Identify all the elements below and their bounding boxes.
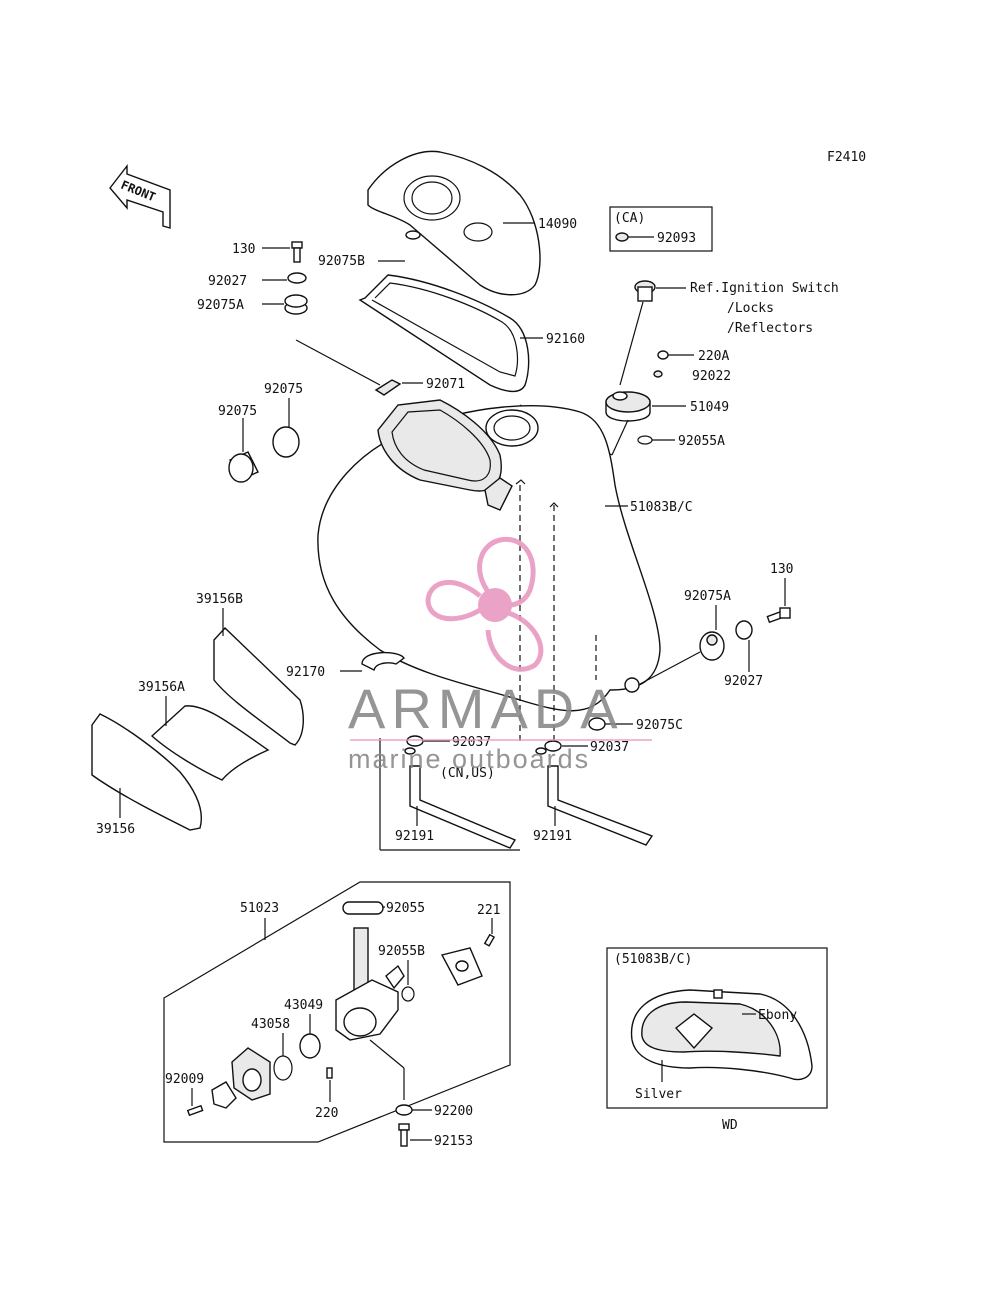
callout-92170: 92170: [286, 665, 325, 680]
watermark-brand: ARMADA: [348, 677, 624, 740]
variant-box-title: (51083B/C): [614, 952, 692, 967]
callout-92075-b: 92075: [264, 382, 303, 397]
callout-92200: 92200: [434, 1104, 473, 1119]
callout-43058: 43058: [251, 1017, 290, 1032]
callout-39156B: 39156B: [196, 592, 243, 607]
callout-92055A: 92055A: [678, 434, 725, 449]
screw-92009: [186, 1104, 204, 1117]
gasket-43049: [299, 1033, 321, 1059]
fuel-tank: [317, 399, 661, 712]
callout-92022: 92022: [692, 369, 731, 384]
cover-39156A: [150, 705, 270, 781]
callout-92075B: 92075B: [318, 254, 365, 269]
callout-92037-left: 92037: [452, 735, 491, 750]
grommet-92075A-top: [284, 294, 308, 315]
fuel-cock-assembly-box: [163, 881, 511, 1143]
armada-watermark-logo: ARMADA marine outboards: [348, 536, 652, 774]
gasket-92055: [342, 901, 384, 915]
ca-box: (CA) 92093: [609, 206, 713, 252]
bolt-130-right: [766, 607, 791, 624]
watermark-tagline: marine outboards: [348, 744, 590, 774]
label-silver: Silver: [635, 1087, 682, 1102]
callout-39156A: 39156A: [138, 680, 185, 695]
ca-box-title: (CA): [614, 211, 645, 226]
callout-130-right: 130: [770, 562, 793, 577]
callout-43049: 43049: [284, 998, 323, 1013]
cover-39156B: [213, 626, 304, 746]
callout-92055B: 92055B: [378, 944, 425, 959]
gasket-43058: [273, 1055, 293, 1081]
callout-92027-top: 92027: [208, 274, 247, 289]
ca-box-part: 92093: [657, 231, 696, 246]
callout-221: 221: [477, 903, 500, 918]
screw-221: [483, 933, 496, 947]
callout-92153: 92153: [434, 1134, 473, 1149]
ignition-switch-ref: [634, 280, 656, 302]
lever-knob: [211, 1081, 237, 1109]
callout-92071: 92071: [426, 377, 465, 392]
oring-92055A: [637, 435, 653, 445]
callout-92191-left: 92191: [395, 829, 434, 844]
cn-us-label: (CN,US): [440, 766, 495, 781]
washer-92027-right: [735, 620, 753, 640]
callout-92075A-right: 92075A: [684, 589, 731, 604]
callout-92075C: 92075C: [636, 718, 683, 733]
bolt-130-top: [291, 241, 303, 263]
callout-92191-right: 92191: [533, 829, 572, 844]
callout-92075-a: 92075: [218, 404, 257, 419]
clamp-92037-right: [535, 740, 562, 755]
screw-220: [326, 1067, 333, 1079]
callout-14090: 14090: [538, 217, 577, 232]
callout-220A: 220A: [698, 349, 729, 364]
washer-92027-top: [287, 272, 307, 284]
callout-92075A-top: 92075A: [197, 298, 244, 313]
gasket-92160: [358, 274, 530, 393]
callout-39156: 39156: [96, 822, 135, 837]
damper-92075-a: [228, 451, 259, 483]
callout-220: 220: [315, 1106, 338, 1121]
washer-92022: [653, 370, 663, 378]
callout-51023: 51023: [240, 901, 279, 916]
hose-92191-left: [409, 765, 517, 849]
front-arrow-icon: FRONT: [109, 163, 171, 229]
oring-92055B: [401, 986, 415, 1002]
callout-92027-right: 92027: [724, 674, 763, 689]
callout-92160: 92160: [546, 332, 585, 347]
bolt-92153: [398, 1123, 410, 1147]
clip-92071: [374, 379, 402, 396]
callout-92055: 92055: [386, 901, 425, 916]
grommet-92075A-right: [699, 631, 725, 661]
hose-92191-right: [547, 765, 654, 846]
ref-line2: /Locks: [727, 301, 774, 316]
callout-51049: 51049: [690, 400, 729, 415]
label-ebony: Ebony: [758, 1008, 797, 1023]
screw-220A: [657, 350, 669, 360]
cap-51049: [605, 391, 651, 422]
washer-92200: [395, 1104, 413, 1116]
instrument-cover: [367, 150, 541, 296]
clamp-92037-left: [404, 735, 424, 755]
variant-box: (51083B/C) Ebony Silver: [606, 947, 828, 1109]
callout-92037-right: 92037: [590, 740, 629, 755]
damper-92075-b: [272, 426, 300, 458]
callout-92009: 92009: [165, 1072, 204, 1087]
variant-caption: WD: [722, 1118, 738, 1133]
callout-130-top: 130: [232, 242, 255, 257]
callout-51083: 51083B/C: [630, 500, 693, 515]
propeller-icon: [425, 536, 544, 672]
clip-92170: [361, 651, 405, 672]
cover-39156: [91, 713, 202, 831]
ref-line1: Ref.Ignition Switch: [690, 281, 839, 296]
ref-line3: /Reflectors: [727, 321, 813, 336]
fuel-cock-body: [335, 927, 405, 1041]
figure-code: F2410: [827, 150, 866, 165]
